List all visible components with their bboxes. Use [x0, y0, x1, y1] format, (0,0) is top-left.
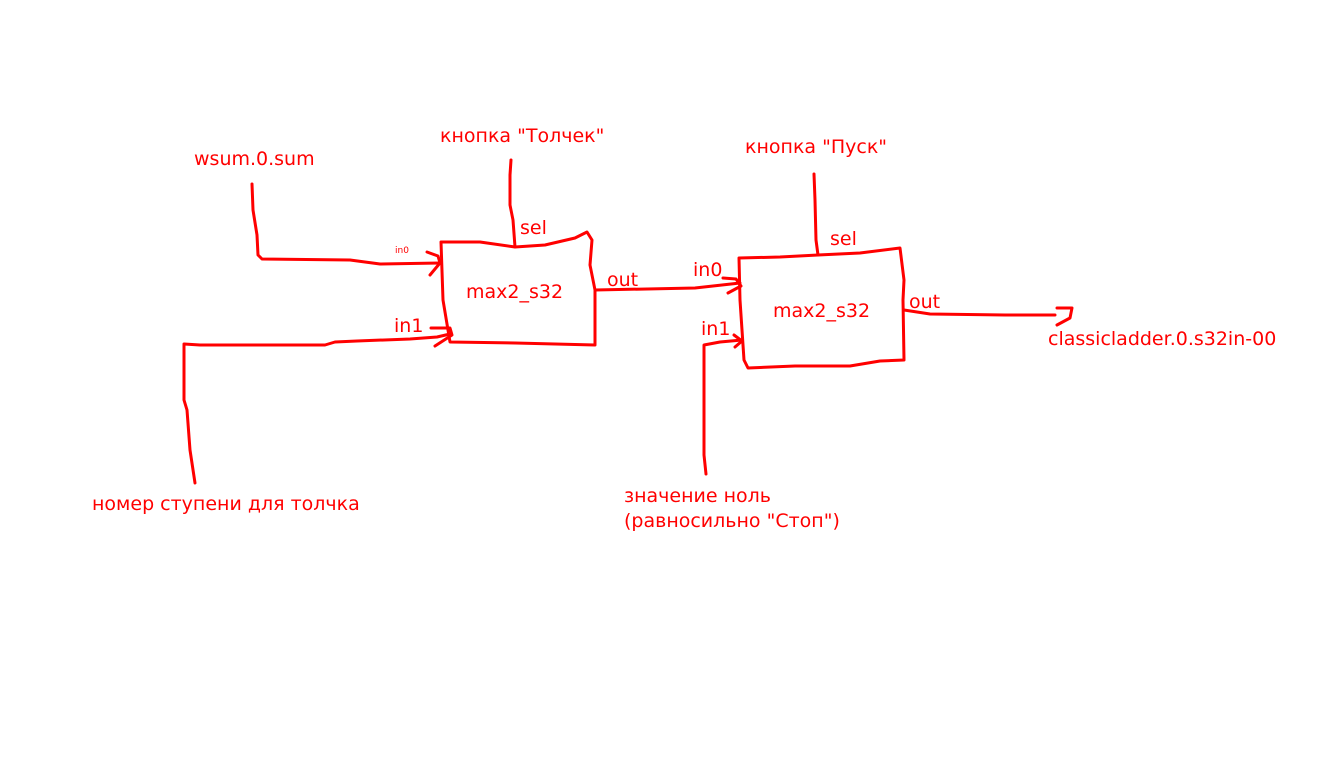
block2-in1-label: in1 — [701, 318, 731, 340]
wire-out2-to-classicladder — [902, 308, 1057, 317]
block1-in0-label: in0 — [395, 246, 409, 256]
arrow-out2 — [1055, 306, 1074, 327]
arrow-in1-block2 — [732, 333, 744, 349]
label-zero-value: значение ноль — [624, 485, 771, 507]
block2-in0-label: in0 — [693, 259, 723, 281]
wire-step-to-in1 — [182, 332, 452, 485]
wire-out1-to-in0-block2 — [593, 281, 742, 292]
block1-name: max2_s32 — [466, 281, 564, 303]
arrow-in1-block1 — [429, 326, 454, 348]
label-jog-button: кнопка "Толчек" — [440, 125, 605, 147]
wire-wsum-to-in0 — [250, 182, 442, 266]
label-output: classicladder.0.s32in-00 — [1048, 328, 1277, 350]
block1-in1-label: in1 — [394, 315, 424, 337]
wire-start-button-to-sel2 — [812, 172, 820, 257]
label-wsum: wsum.0.sum — [194, 148, 315, 170]
block1-box — [439, 230, 597, 347]
label-zero-value-note: (равносильно "Стоп") — [624, 510, 840, 532]
block2-sel-label: sel — [830, 228, 857, 250]
wire-zero-to-in1-block2 — [702, 338, 744, 476]
block1-sel-label: sel — [520, 217, 547, 239]
block2-name: max2_s32 — [773, 300, 871, 322]
block2-out-label: out — [909, 291, 941, 313]
label-jog-step-number: номер ступени для толчка — [92, 493, 360, 515]
arrow-in0-block1 — [425, 250, 442, 277]
block2-box — [737, 246, 906, 370]
label-start-button: кнопка "Пуск" — [745, 136, 888, 158]
wire-jog-button-to-sel1 — [508, 158, 517, 249]
block1-out-label: out — [607, 269, 639, 291]
